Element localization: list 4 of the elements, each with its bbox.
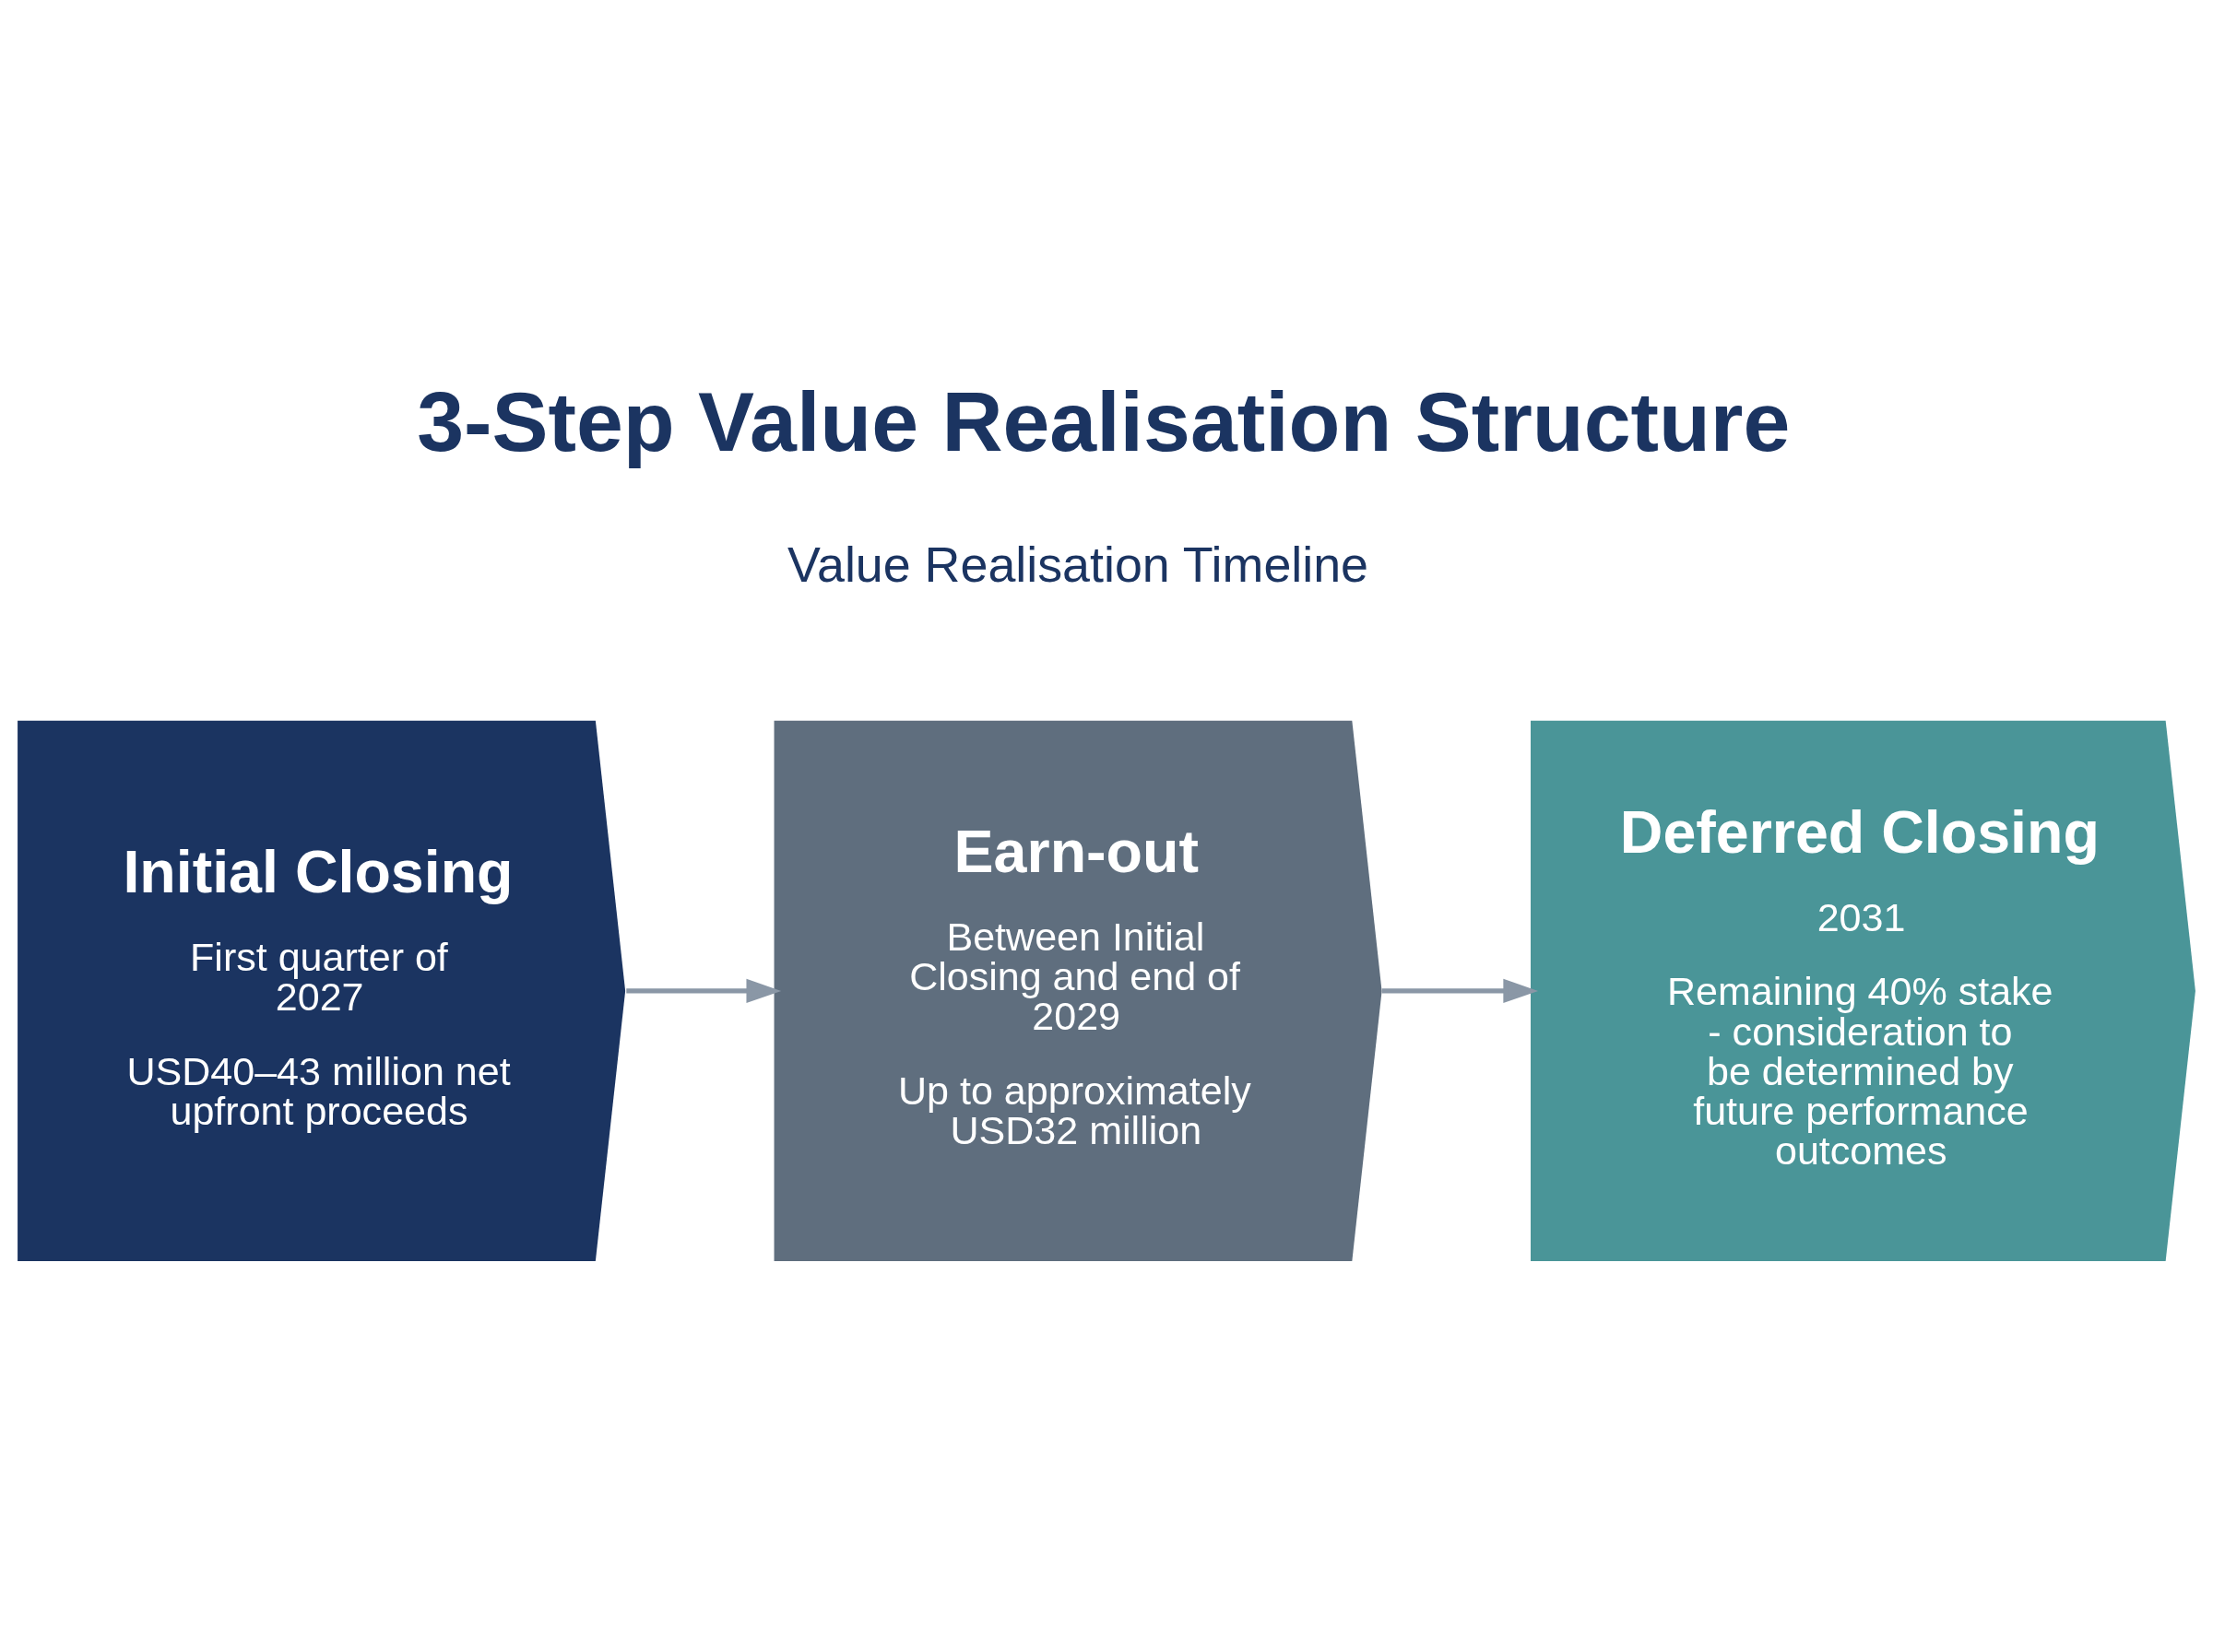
arrow bbox=[1381, 978, 1539, 1004]
diagram-title: 3-Step Value Realisation Structure bbox=[417, 374, 1791, 468]
label: Value Realisation Timeline bbox=[787, 537, 1369, 593]
arrow bbox=[626, 978, 782, 1004]
